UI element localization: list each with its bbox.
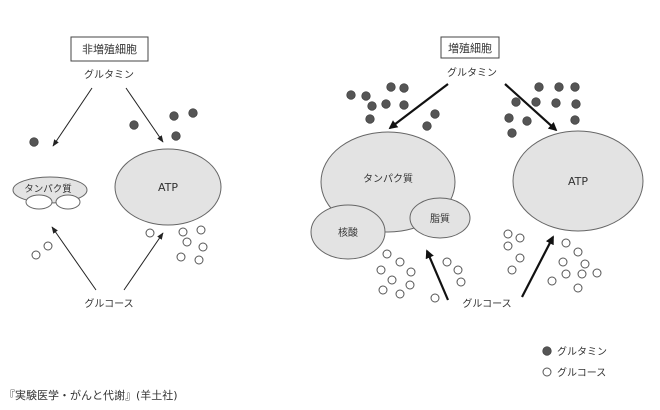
glucose-dot	[547, 276, 557, 286]
legend-glucose-label: グルコース	[557, 366, 606, 379]
glucose-dot	[376, 265, 386, 275]
glucose-dot	[31, 250, 41, 260]
left-title-box	[70, 36, 149, 62]
glutamine-dot	[507, 128, 517, 138]
glucose-dot	[442, 257, 452, 267]
glutamine-dot	[346, 90, 356, 100]
right-glutamine-to-atp-arrow	[504, 83, 558, 132]
glutamine-dot	[188, 108, 198, 118]
left-glucose-dots	[31, 225, 208, 265]
left-protein-blob-b	[55, 194, 81, 210]
glucose-dot	[405, 280, 415, 290]
right-lipid-label: 脂質	[430, 212, 450, 225]
right-title: 増殖細胞	[448, 42, 492, 55]
right-title-box	[440, 36, 500, 59]
left-glucose-label: グルコース	[84, 297, 133, 310]
glutamine-dot	[570, 82, 580, 92]
glucose-dot	[573, 247, 583, 257]
source-caption: 『実験医学・がんと代謝』(羊土社)	[4, 389, 178, 402]
glutamine-dot	[29, 137, 39, 147]
glutamine-dot	[169, 111, 179, 121]
right-lipid-cell	[409, 197, 471, 239]
glucose-dot	[453, 265, 463, 275]
left-glutamine-to-atp-arrow	[125, 87, 164, 143]
legend-glutamine-label: グルタミン	[557, 345, 607, 358]
glutamine-dot	[430, 109, 440, 119]
glutamine-dot	[399, 83, 409, 93]
left-atp-label: ATP	[158, 181, 178, 194]
glucose-dot	[43, 241, 53, 251]
glucose-dot	[577, 269, 587, 279]
right-glucose-to-atp-arrow	[521, 235, 554, 298]
left-title: 非増殖細胞	[82, 43, 137, 56]
glucose-dot	[178, 227, 188, 237]
glucose-dot	[194, 255, 204, 265]
glutamine-dot	[504, 113, 514, 123]
left-glucose-to-atp-arrow	[123, 232, 164, 291]
glucose-dot	[561, 269, 571, 279]
glutamine-dot	[365, 114, 375, 124]
left-glutamine-label: グルタミン	[84, 68, 134, 81]
glutamine-dot	[367, 101, 377, 111]
right-glucose-to-lipid-arrow	[425, 249, 450, 301]
right-atp-label: ATP	[568, 175, 588, 188]
glutamine-dot	[551, 98, 561, 108]
glutamine-dot	[361, 91, 371, 101]
left-atp-cell	[114, 148, 222, 226]
glucose-dot	[592, 268, 602, 278]
glutamine-dot	[571, 99, 581, 109]
right-glucose-dots	[376, 229, 602, 303]
right-atp-cell	[512, 130, 644, 232]
glucose-dot	[182, 237, 192, 247]
right-protein-label: タンパク質	[363, 172, 413, 185]
glucose-dot	[503, 241, 513, 251]
glucose-dot	[382, 249, 392, 259]
glucose-dot	[558, 257, 568, 267]
right-glucose-label: グルコース	[462, 297, 511, 310]
left-glutamine-dots	[29, 108, 198, 147]
right-glutamine-label: グルタミン	[447, 66, 497, 79]
glucose-dot	[515, 253, 525, 263]
glutamine-dot	[570, 115, 580, 125]
glutamine-dot	[531, 97, 541, 107]
glucose-dot	[378, 285, 388, 295]
glucose-dot	[573, 283, 583, 293]
glucose-dot	[507, 265, 517, 275]
right-nucleic-acid-label: 核酸	[338, 226, 358, 239]
glutamine-dot	[399, 100, 409, 110]
glucose-dot	[503, 229, 513, 239]
left-glutamine-to-protein-arrow	[52, 87, 93, 147]
glucose-dot	[145, 228, 155, 238]
glutamine-dot	[522, 116, 532, 126]
glucose-dot	[430, 293, 440, 303]
glucose-dot	[198, 242, 208, 252]
glutamine-dot	[129, 120, 139, 130]
glutamine-dot	[511, 97, 521, 107]
right-glutamine-dots	[346, 82, 581, 138]
glutamine-dot	[171, 131, 181, 141]
glutamine-dot	[534, 82, 544, 92]
left-protein-label: タンパク質	[24, 183, 72, 195]
legend-glutamine-swatch	[542, 346, 552, 356]
glutamine-dot	[422, 121, 432, 131]
legend-glucose-swatch	[542, 367, 552, 377]
right-nucleic-acid-cell	[310, 204, 386, 260]
glucose-dot	[196, 225, 206, 235]
glutamine-dot	[554, 82, 564, 92]
glutamine-dot	[386, 82, 396, 92]
left-glucose-to-protein-arrow	[51, 226, 97, 291]
glutamine-dot	[381, 99, 391, 109]
glucose-dot	[406, 267, 416, 277]
right-glutamine-to-protein-arrow	[388, 83, 449, 130]
glucose-dot	[387, 275, 397, 285]
left-protein-blob-a	[25, 194, 53, 210]
glucose-dot	[395, 257, 405, 267]
glucose-dot	[515, 233, 525, 243]
glucose-dot	[395, 289, 405, 299]
glucose-dot	[580, 259, 590, 269]
glucose-dot	[561, 238, 571, 248]
glucose-dot	[176, 252, 186, 262]
glucose-dot	[456, 277, 466, 287]
